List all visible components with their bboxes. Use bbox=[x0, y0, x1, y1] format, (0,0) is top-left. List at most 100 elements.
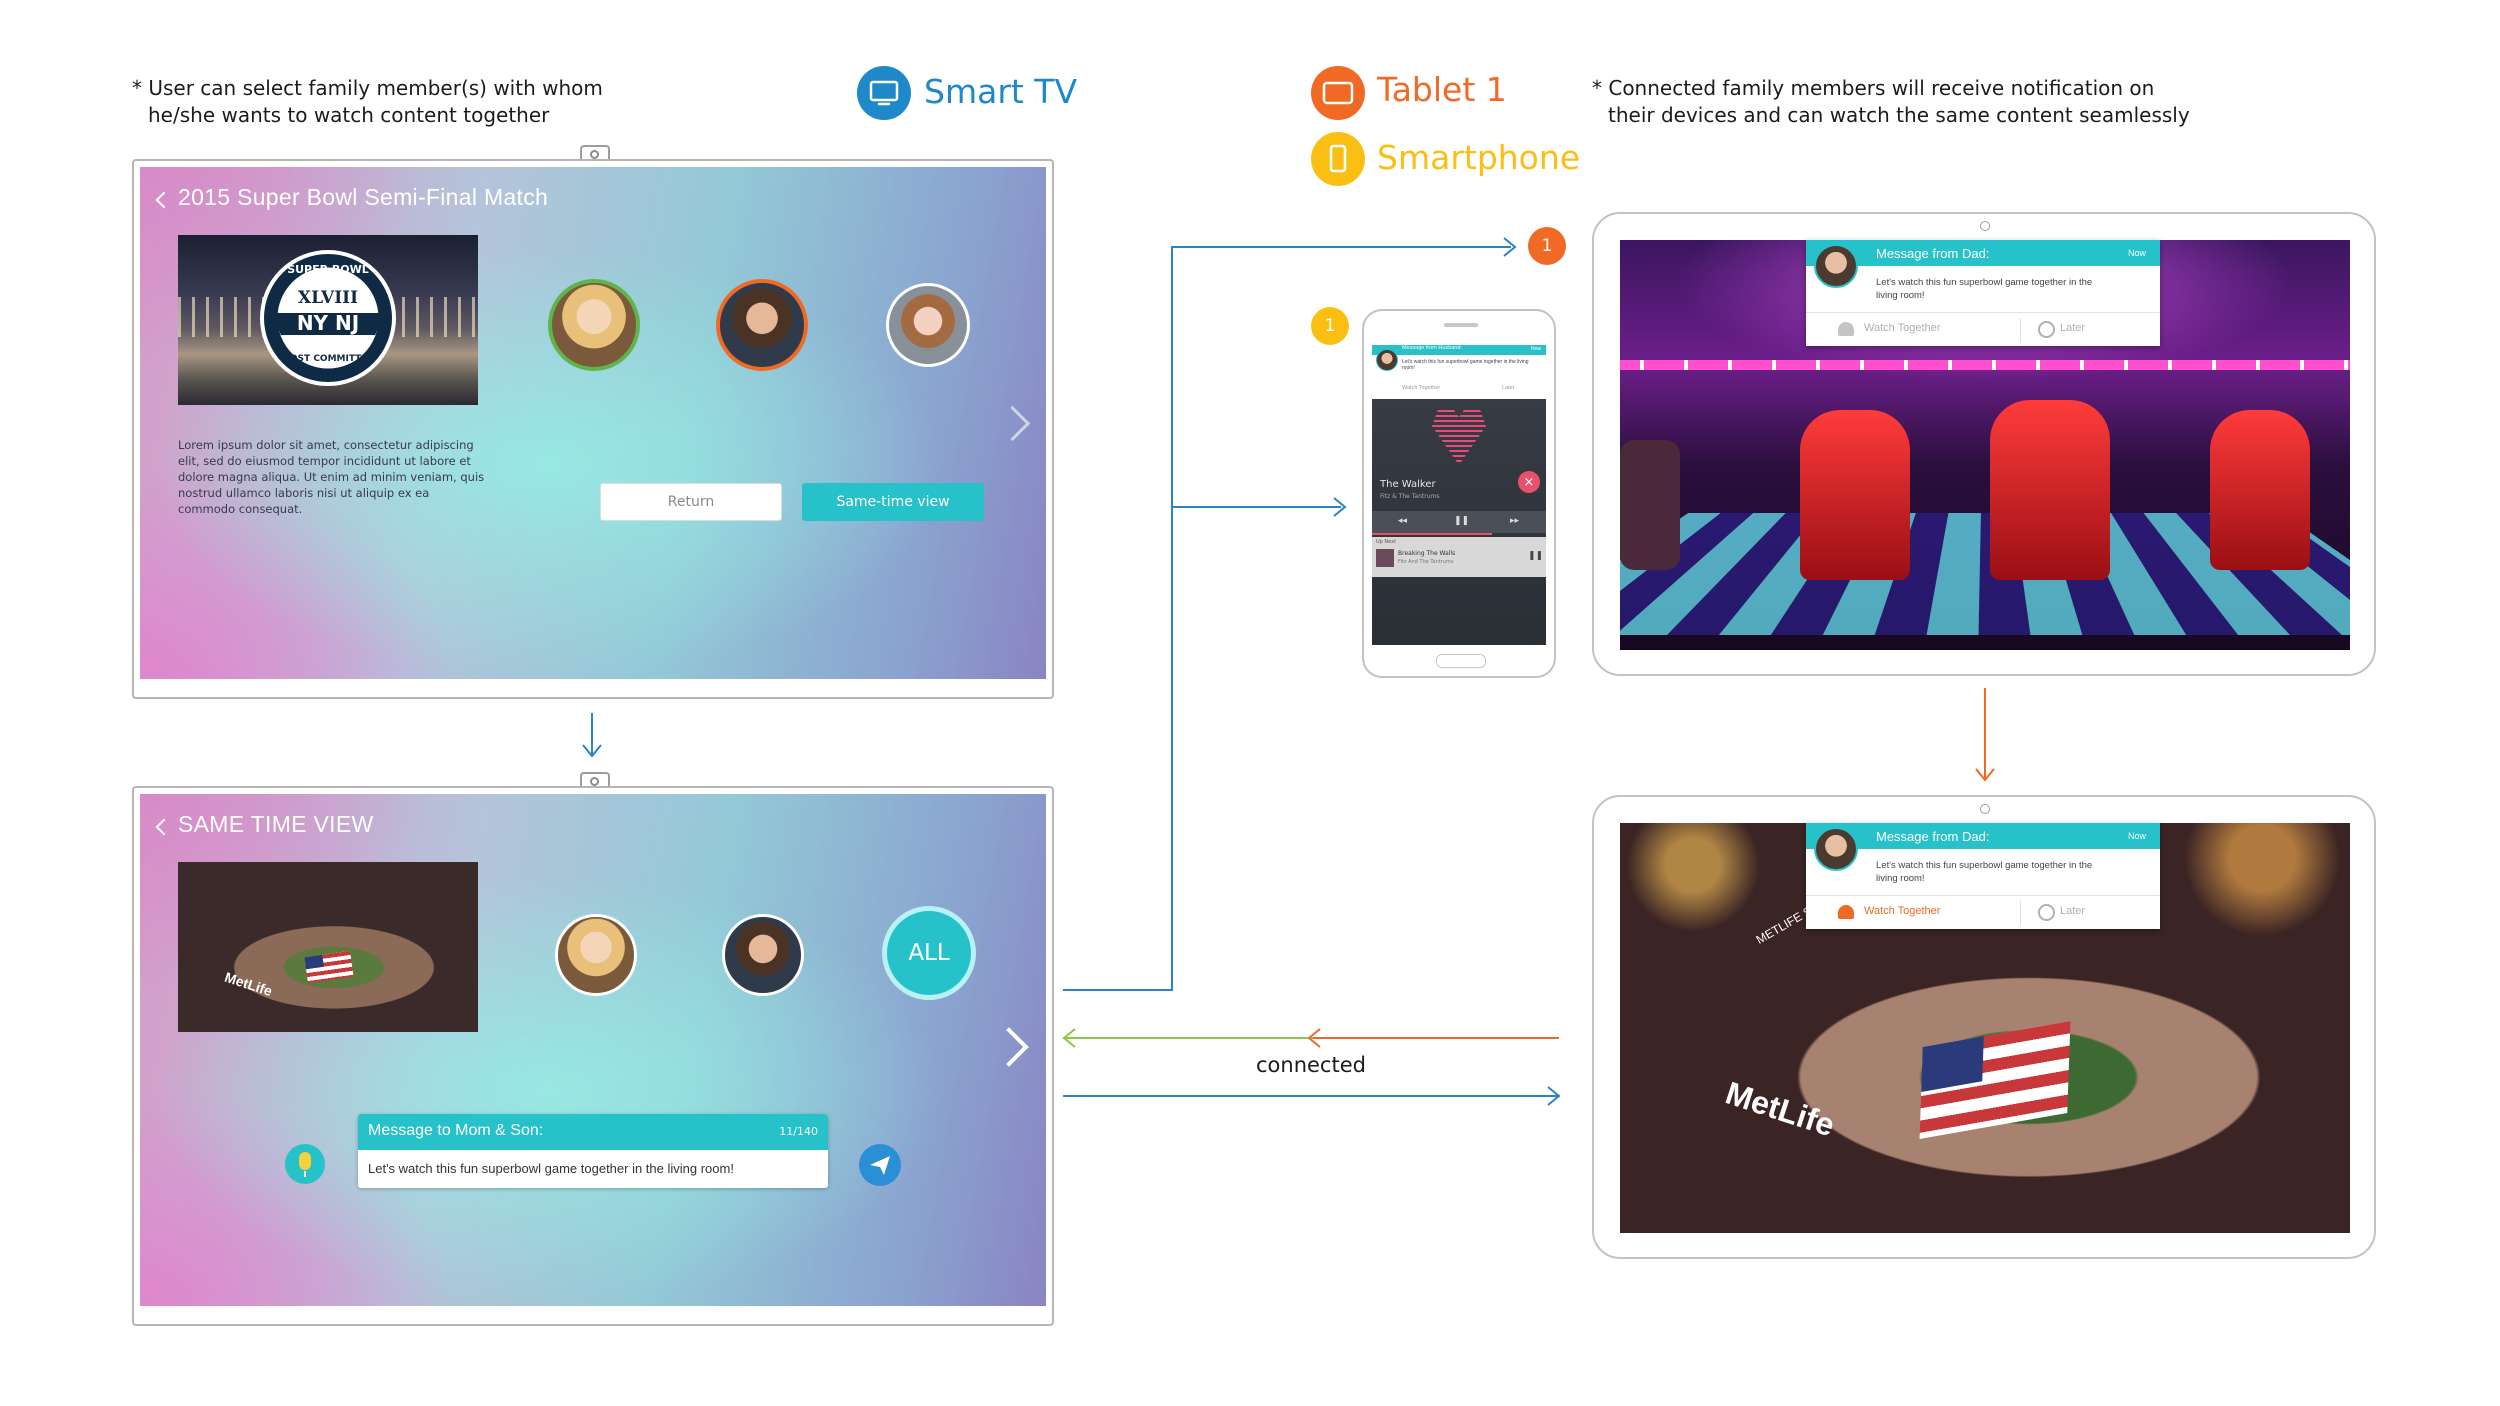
notif-button-divider bbox=[2020, 901, 2021, 925]
phone-close-icon[interactable]: × bbox=[1518, 471, 1540, 493]
return-button[interactable]: Return bbox=[600, 483, 782, 521]
forward-arrowhead-right bbox=[1547, 1086, 1561, 1106]
prev-icon[interactable]: ◂◂ bbox=[1398, 516, 1408, 526]
phone-notif-title: Message from Husband: bbox=[1402, 345, 1462, 351]
notif-watch-together[interactable]: Watch Together bbox=[1864, 905, 1941, 917]
next-chevron-icon[interactable] bbox=[994, 405, 1031, 442]
tv1-screen: 2015 Super Bowl Semi-Final Match SUPER B… bbox=[140, 167, 1046, 679]
notif-divider bbox=[1806, 312, 2160, 313]
avatar-son[interactable] bbox=[722, 914, 804, 996]
tablet1-notification[interactable]: Message from Dad: Now Let's watch this f… bbox=[1806, 240, 2160, 346]
send-button[interactable] bbox=[859, 1144, 901, 1186]
phone-up-next: Up Next Breaking The Walls Fitz And The … bbox=[1372, 537, 1546, 577]
tv2-title: SAME TIME VIEW bbox=[178, 811, 374, 837]
notif-avatar bbox=[1814, 244, 1858, 288]
branch-trunk-vertical bbox=[1171, 246, 1173, 991]
notif-divider bbox=[1806, 895, 2160, 896]
branch-to-tablet-arrowhead bbox=[1503, 237, 1517, 257]
notif-title: Message from Dad: bbox=[1876, 246, 1990, 261]
phone-notif-time: Now bbox=[1530, 346, 1541, 352]
next-chevron-icon[interactable] bbox=[989, 1027, 1029, 1067]
message-composer[interactable]: Message to Mom & Son: 11/140 Let's watch… bbox=[358, 1114, 828, 1188]
up-next-thumb bbox=[1376, 549, 1394, 567]
avatar-mom[interactable] bbox=[548, 279, 640, 371]
branch-to-phone bbox=[1171, 506, 1341, 508]
phone-screen: Message from Husband: Now Let's watch th… bbox=[1372, 345, 1546, 645]
coach-chair-left bbox=[1620, 440, 1680, 570]
phone-speaker bbox=[1444, 323, 1478, 327]
tv2-screen: SAME TIME VIEW MetLife ALL Message to Mo… bbox=[140, 794, 1046, 1306]
phone-song-title: The Walker bbox=[1380, 479, 1436, 490]
avatar-daughter[interactable] bbox=[886, 283, 970, 367]
phone-later[interactable]: Later bbox=[1502, 385, 1515, 391]
tv-down-arrow-head bbox=[582, 744, 602, 758]
clock-icon bbox=[2038, 321, 2055, 338]
phone-notification[interactable]: Message from Husband: Now Let's watch th… bbox=[1372, 345, 1546, 399]
microphone-icon[interactable] bbox=[285, 1144, 325, 1184]
smart-tv-label: Smart TV bbox=[924, 72, 1078, 111]
up-next-song: Breaking The Walls bbox=[1398, 550, 1456, 557]
branch-to-phone-arrowhead bbox=[1333, 497, 1347, 517]
super-bowl-thumbnail[interactable]: SUPER BOWL XLVIII NY NJ HOST COMMITTEE bbox=[178, 235, 478, 405]
phone-notif-avatar bbox=[1376, 349, 1398, 371]
avatar-mom[interactable] bbox=[555, 914, 637, 996]
stadium-thumbnail[interactable]: MetLife bbox=[178, 862, 478, 1032]
connected-label: connected bbox=[1256, 1053, 1366, 1077]
all-button[interactable]: ALL bbox=[882, 906, 976, 1000]
logo-numeral: XLVIII bbox=[298, 288, 358, 308]
notif-header bbox=[1806, 240, 2160, 266]
people-icon bbox=[1838, 905, 1854, 919]
tablet1-screen bbox=[1620, 240, 2350, 650]
tv2-camera bbox=[580, 772, 610, 788]
smartphone-device-label: Smartphone bbox=[1377, 138, 1581, 177]
tv-down-arrow-line bbox=[591, 713, 593, 755]
tv1-camera bbox=[580, 145, 610, 161]
notif-text: Let's watch this fun superbowl game toge… bbox=[1876, 860, 2093, 884]
tv1-frame: 2015 Super Bowl Semi-Final Match SUPER B… bbox=[132, 159, 1054, 699]
smartphone-frame: Message from Husband: Now Let's watch th… bbox=[1362, 309, 1556, 678]
pause-icon[interactable]: ❚❚ bbox=[1454, 516, 1470, 526]
tablet2-notification[interactable]: Message from Dad: Now Let's watch this f… bbox=[1806, 823, 2160, 929]
back-chevron-icon[interactable] bbox=[155, 191, 173, 209]
tv1-description: Lorem ipsum dolor sit amet, consectetur … bbox=[178, 438, 485, 516]
stage-lights bbox=[1620, 360, 2350, 370]
smartphone-device-icon bbox=[1311, 132, 1365, 186]
branch-trunk-horizontal bbox=[1063, 989, 1173, 991]
coach-chair-1 bbox=[1800, 410, 1910, 580]
heart-visual bbox=[1432, 408, 1486, 465]
same-time-view-button[interactable]: Same-time view bbox=[802, 483, 984, 521]
metlife-banner: MetLife bbox=[222, 968, 275, 1000]
right-annotation-line2: their devices and can watch the same con… bbox=[1608, 103, 2190, 127]
up-next-artist: Fitz And The Tantrums bbox=[1398, 559, 1454, 565]
next-icon[interactable]: ▸▸ bbox=[1510, 516, 1520, 526]
field-flag bbox=[1919, 1020, 2071, 1140]
tablet2-camera bbox=[1980, 804, 1990, 814]
phone-watch-together[interactable]: Watch Together bbox=[1402, 385, 1441, 391]
phone-home-button[interactable] bbox=[1436, 654, 1486, 668]
left-annotation: * User can select family member(s) with … bbox=[132, 75, 603, 129]
smart-tv-icon bbox=[857, 66, 911, 120]
notif-time: Now bbox=[2127, 831, 2146, 841]
right-annotation-line1: * Connected family members will receive … bbox=[1592, 76, 2155, 100]
tv1-title: 2015 Super Bowl Semi-Final Match bbox=[178, 184, 549, 210]
notif-watch-together[interactable]: Watch Together bbox=[1864, 322, 1941, 334]
up-next-pause-icon[interactable]: ❚❚ bbox=[1528, 551, 1544, 561]
up-next-label: Up Next bbox=[1376, 539, 1397, 545]
return-line-orange bbox=[1313, 1037, 1559, 1039]
clock-icon bbox=[2038, 904, 2055, 921]
back-chevron-icon[interactable] bbox=[155, 818, 173, 836]
logo-bottom-text: HOST COMMITTEE bbox=[282, 354, 373, 364]
notif-later[interactable]: Later bbox=[2060, 322, 2086, 334]
return-arrowhead-left bbox=[1062, 1028, 1076, 1048]
tablet-down-arrow-line bbox=[1984, 688, 1986, 780]
tablet2-frame: MetLife METLIFE STADIUM Message from Dad… bbox=[1592, 795, 2376, 1259]
super-bowl-logo: SUPER BOWL XLVIII NY NJ HOST COMMITTEE bbox=[260, 250, 396, 386]
message-text-input[interactable]: Let's watch this fun superbowl game toge… bbox=[368, 1161, 734, 1176]
notif-later[interactable]: Later bbox=[2060, 905, 2086, 917]
forward-line-blue bbox=[1063, 1095, 1558, 1097]
avatar-son[interactable] bbox=[716, 279, 808, 371]
tablet-down-arrow-head bbox=[1975, 768, 1995, 782]
notif-avatar bbox=[1814, 827, 1858, 871]
tablet-device-label: Tablet 1 bbox=[1377, 70, 1507, 109]
tablet-device-icon bbox=[1311, 66, 1365, 120]
